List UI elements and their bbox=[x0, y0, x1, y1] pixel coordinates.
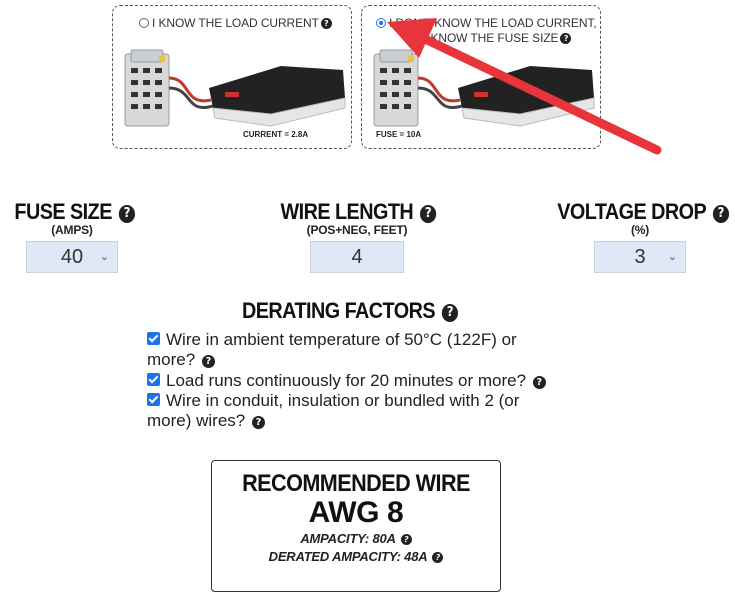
help-icon[interactable]: ? bbox=[712, 205, 729, 223]
derating-factor-label: Load runs continuously for 20 minutes or… bbox=[166, 371, 527, 390]
derating-factor-label: more) wires? bbox=[147, 411, 246, 430]
fuse-size-select[interactable]: 40 ⌄ bbox=[26, 241, 118, 273]
help-icon[interactable]: ? bbox=[419, 205, 437, 223]
wire-length-input[interactable]: 4 bbox=[310, 241, 404, 273]
option-card-known-current[interactable]: I KNOW THE LOAD CURRENT? CURRENT = 2.8A bbox=[112, 5, 352, 149]
derating-factor-label: Wire in conduit, insulation or bundled w… bbox=[166, 391, 520, 410]
option-known-current-label: I KNOW THE LOAD CURRENT bbox=[152, 16, 319, 30]
caption-fuse: FUSE = 10A bbox=[376, 130, 422, 139]
fuse-size-value: 40 bbox=[60, 246, 84, 268]
derating-factor-bundled[interactable]: Wire in conduit, insulation or bundled w… bbox=[147, 391, 567, 431]
fuse-size-field: FUSE SIZE ? (AMPS) 40 ⌄ bbox=[8, 199, 136, 273]
recommended-wire-title: RECOMMENDED WIRE bbox=[242, 470, 470, 497]
ampacity-line: AMPACITY: 80A ? bbox=[212, 530, 500, 548]
wire-length-field: WIRE LENGTH ? (POS+NEG, FEET) 4 bbox=[272, 199, 442, 273]
voltage-drop-value: 3 bbox=[634, 246, 646, 268]
option-known-fuse-label-line2: I KNOW THE FUSE SIZE bbox=[424, 31, 559, 45]
voltage-drop-subtitle: (%) bbox=[630, 223, 650, 237]
help-icon[interactable]: ? bbox=[400, 534, 412, 545]
fuse-size-subtitle: (AMPS) bbox=[51, 223, 93, 237]
wire-length-value: 4 bbox=[351, 246, 363, 268]
chevron-down-icon: ⌄ bbox=[667, 251, 677, 263]
checkbox-temperature[interactable] bbox=[147, 332, 160, 345]
wire-length-subtitle: (POS+NEG, FEET) bbox=[306, 223, 408, 237]
help-icon[interactable]: ? bbox=[532, 376, 546, 389]
wire-length-title: WIRE LENGTH ? bbox=[281, 199, 437, 225]
voltage-drop-title: VOLTAGE DROP ? bbox=[557, 199, 729, 225]
fuse-block-fan-illustration bbox=[124, 49, 346, 127]
checkbox-bundled[interactable] bbox=[147, 393, 160, 406]
help-icon[interactable]: ? bbox=[251, 416, 265, 429]
recommended-wire-gauge: AWG 8 bbox=[308, 496, 404, 529]
derating-factors-title: DERATING FACTORS ? bbox=[242, 298, 458, 324]
help-icon[interactable]: ? bbox=[432, 552, 444, 563]
option-known-fuse-line2: I KNOW THE FUSE SIZE? bbox=[424, 31, 572, 45]
radio-known-fuse[interactable] bbox=[376, 18, 386, 28]
option-known-current[interactable]: I KNOW THE LOAD CURRENT? bbox=[139, 16, 332, 30]
chevron-down-icon: ⌄ bbox=[99, 251, 109, 263]
help-icon[interactable]: ? bbox=[201, 355, 215, 368]
fuse-size-title: FUSE SIZE ? bbox=[14, 199, 135, 225]
derating-factor-label: Wire in ambient temperature of 50°C (122… bbox=[166, 330, 517, 349]
help-icon[interactable]: ? bbox=[560, 33, 572, 44]
checkbox-continuous[interactable] bbox=[147, 373, 160, 386]
help-icon[interactable]: ? bbox=[118, 205, 135, 223]
voltage-drop-select[interactable]: 3 ⌄ bbox=[594, 241, 686, 273]
voltage-drop-field: VOLTAGE DROP ? (%) 3 ⌄ bbox=[548, 199, 732, 273]
derated-ampacity-line: DERATED AMPACITY: 48A ? bbox=[212, 548, 500, 566]
caption-current: CURRENT = 2.8A bbox=[243, 130, 309, 139]
derating-factor-continuous[interactable]: Load runs continuously for 20 minutes or… bbox=[147, 371, 567, 391]
derating-factor-label: more? bbox=[147, 350, 196, 369]
recommended-wire-panel: RECOMMENDED WIRE AWG 8 AMPACITY: 80A ? D… bbox=[211, 460, 501, 592]
radio-known-current[interactable] bbox=[139, 18, 149, 28]
derating-factor-temperature[interactable]: Wire in ambient temperature of 50°C (122… bbox=[147, 330, 567, 370]
option-known-fuse-label-line1: I DON'T KNOW THE LOAD CURRENT, bbox=[389, 16, 597, 30]
annotation-arrow bbox=[387, 18, 662, 155]
option-known-fuse[interactable]: I DON'T KNOW THE LOAD CURRENT, bbox=[376, 16, 597, 30]
help-icon[interactable]: ? bbox=[441, 304, 458, 322]
help-icon[interactable]: ? bbox=[320, 18, 332, 29]
